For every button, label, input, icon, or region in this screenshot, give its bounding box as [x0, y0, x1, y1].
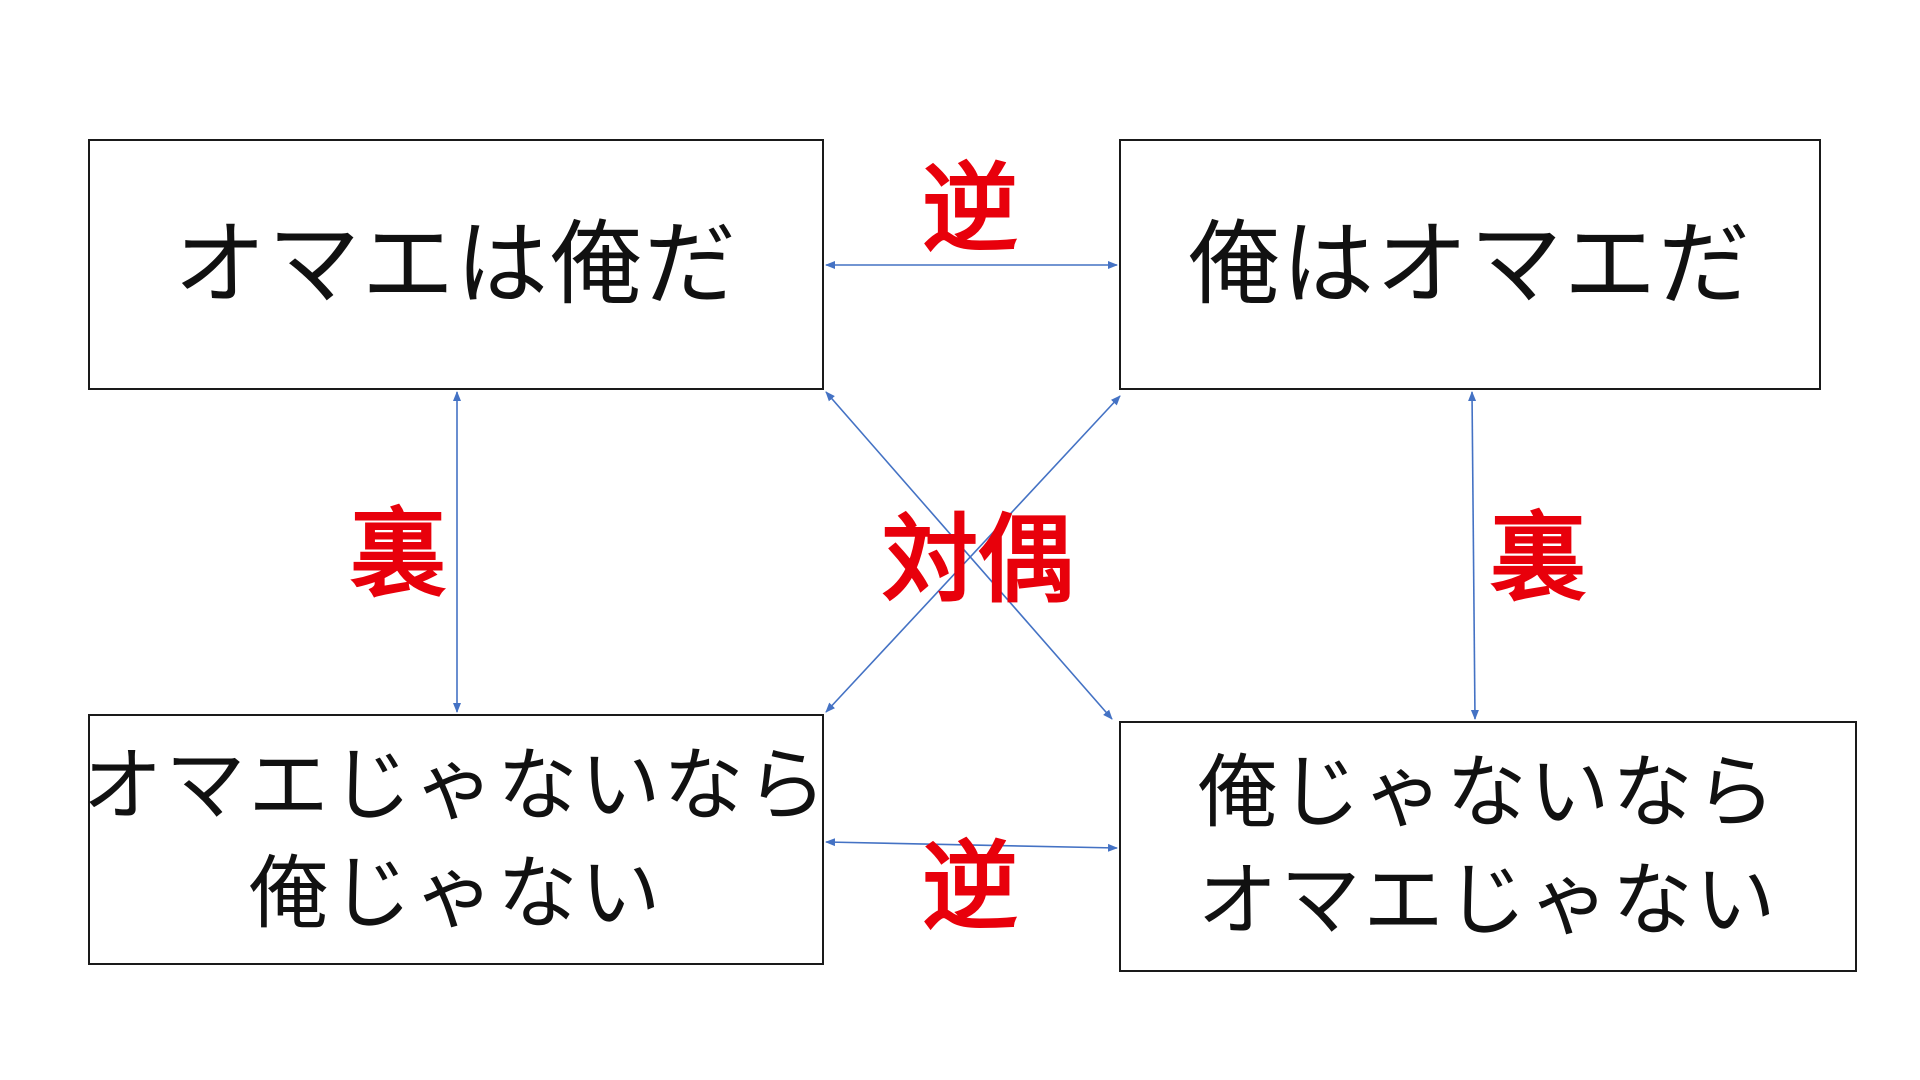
inverse-label-right: 裏 — [1490, 502, 1586, 614]
statement-box-top-right: 俺はオマエだ — [1119, 139, 1821, 390]
statement-text: 俺はオマエだ — [1187, 210, 1752, 318]
converse-arrow-bottom — [825, 838, 1118, 852]
statement-text: オマエは俺だ — [173, 210, 738, 318]
converse-label-bottom: 逆 — [922, 831, 1018, 943]
statement-line-2: 俺じゃない — [248, 846, 664, 940]
statement-box-bottom-right: 俺じゃないなら オマエじゃない — [1119, 721, 1857, 972]
statement-line-1: オマエじゃないなら — [82, 738, 830, 832]
statement-box-top-left: オマエは俺だ — [88, 139, 824, 390]
statement-box-bottom-left: オマエじゃないなら 俺じゃない — [83, 714, 827, 965]
inverse-label-left: 裏 — [350, 498, 446, 610]
contrapositive-label: 対偶 — [882, 504, 1074, 616]
statement-line-2: オマエじゃない — [1197, 853, 1779, 947]
statement-line-1: 俺じゃないなら — [1197, 745, 1779, 839]
inverse-arrow-right — [1468, 391, 1479, 720]
converse-label-top: 逆 — [922, 153, 1018, 265]
contrapositive-arrow-2 — [825, 395, 1121, 713]
